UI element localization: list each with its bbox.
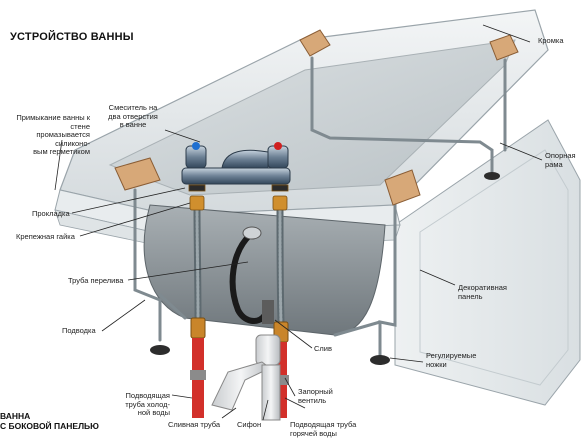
label-rim: Кромка <box>538 36 564 45</box>
label-mixer: Смеситель на два отверстия в ванне <box>108 103 158 129</box>
label-shutoff-valve: Запорный вентиль <box>298 387 333 405</box>
label-wall-joint: Примыкание ванны к стене промазывается с… <box>16 113 90 156</box>
support-frame <box>133 56 507 357</box>
label-fixing-nut: Крепежная гайка <box>16 232 75 241</box>
label-overflow-pipe: Труба перелива <box>68 276 124 285</box>
mixer-tap <box>181 142 291 185</box>
leader-lines <box>54 24 543 421</box>
label-decorative-panel: Декоративная панель <box>458 283 507 301</box>
overflow-pipe <box>229 232 268 324</box>
supply-hoses <box>193 206 285 326</box>
adjustable-legs <box>150 172 500 365</box>
label-adjustable-legs: Регулируемые ножки <box>426 351 477 369</box>
label-drain-pipe: Сливная труба <box>168 420 221 429</box>
label-siphon: Сифон <box>237 420 262 429</box>
overflow-fitting <box>242 226 262 240</box>
wooden-blocks <box>114 29 519 206</box>
supply-pipes <box>190 317 289 418</box>
decorative-panel <box>394 119 581 406</box>
label-supply: Подводка <box>62 326 96 335</box>
label-hot-supply: Подводящая труба горячей воды <box>290 420 357 438</box>
diagram-title: УСТРОЙСТВО ВАННЫ <box>10 31 134 43</box>
label-support-frame: Опорная рама <box>545 151 576 169</box>
label-cold-supply: Подводящая труба холод- ной воды <box>125 391 170 417</box>
siphon <box>211 300 281 421</box>
label-gasket: Прокладка <box>32 209 70 218</box>
brass-nuts <box>188 184 289 211</box>
label-drain: Слив <box>314 344 332 353</box>
diagram-caption: ВАННА С БОКОВОЙ ПАНЕЛЬЮ <box>0 411 99 431</box>
